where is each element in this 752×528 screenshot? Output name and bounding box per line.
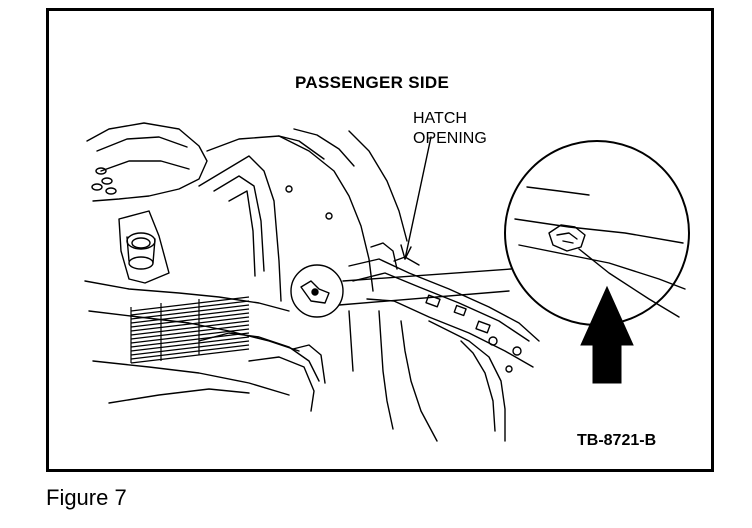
left-upper-panel	[86, 122, 208, 202]
floor-contour	[84, 280, 290, 312]
enlarged-detail-circle	[504, 140, 690, 326]
hatch-opening-callout: HATCH OPENING	[413, 109, 487, 149]
direction-arrow	[580, 285, 634, 384]
detail-leader-lower	[338, 290, 510, 306]
drawing-code: TB-8721-B	[577, 432, 657, 449]
detail-marker-circle	[290, 264, 344, 318]
hatch-callout-line-2: OPENING	[413, 130, 487, 147]
hatch-callout-line	[404, 136, 432, 260]
hatch-frame	[348, 258, 540, 342]
figure-title: PASSENGER SIDE	[295, 73, 450, 92]
hatch-callout-arrowhead	[400, 244, 412, 260]
enlarged-clip	[548, 224, 586, 252]
detail-leader-upper	[342, 268, 512, 282]
cup-holder-box	[118, 210, 170, 284]
wiring-harness	[130, 296, 250, 364]
figure-caption: Figure 7	[46, 485, 127, 510]
hatch-callout-line-1: HATCH	[413, 110, 467, 127]
quarter-panel	[206, 135, 374, 292]
b-pillar	[198, 155, 282, 302]
vehicle-interior-illustration	[84, 122, 690, 442]
figure-frame: PASSENGER SIDE HATCH OPENING TB-8721-B	[46, 8, 714, 472]
